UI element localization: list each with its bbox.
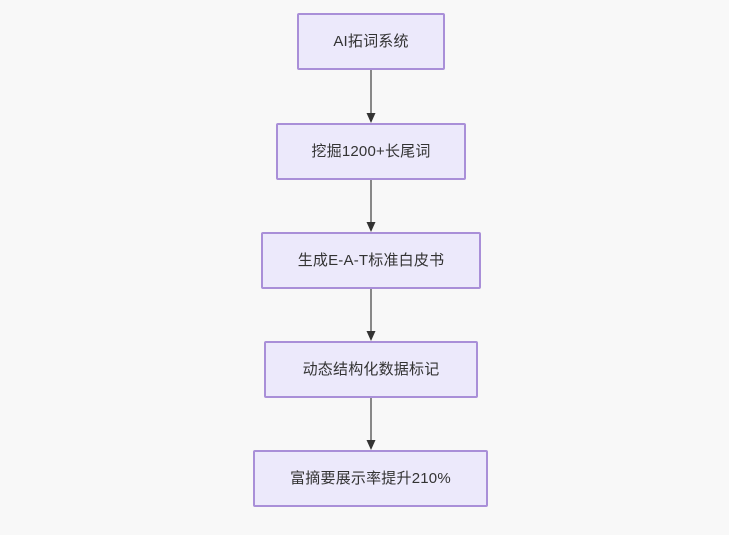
flowchart-node-5-label: 富摘要展示率提升210%	[290, 469, 451, 487]
flowchart-node-5[interactable]: 富摘要展示率提升210%	[253, 450, 488, 507]
flowchart-node-2[interactable]: 挖掘1200+长尾词	[276, 123, 466, 180]
flowchart-node-3[interactable]: 生成E-A-T标准白皮书	[261, 232, 481, 289]
flowchart-edge-2-3	[365, 180, 377, 232]
flowchart-node-3-label: 生成E-A-T标准白皮书	[297, 251, 445, 269]
flowchart-edge-1-2	[365, 70, 377, 123]
flowchart-edge-4-5	[365, 398, 377, 450]
flowchart-node-1-label: AI拓词系统	[333, 32, 409, 50]
flowchart-node-2-label: 挖掘1200+长尾词	[311, 142, 431, 160]
flowchart-node-4-label: 动态结构化数据标记	[302, 360, 440, 378]
flowchart-edge-3-4	[365, 289, 377, 341]
flowchart-node-4[interactable]: 动态结构化数据标记	[264, 341, 478, 398]
flowchart-node-1[interactable]: AI拓词系统	[297, 13, 445, 70]
